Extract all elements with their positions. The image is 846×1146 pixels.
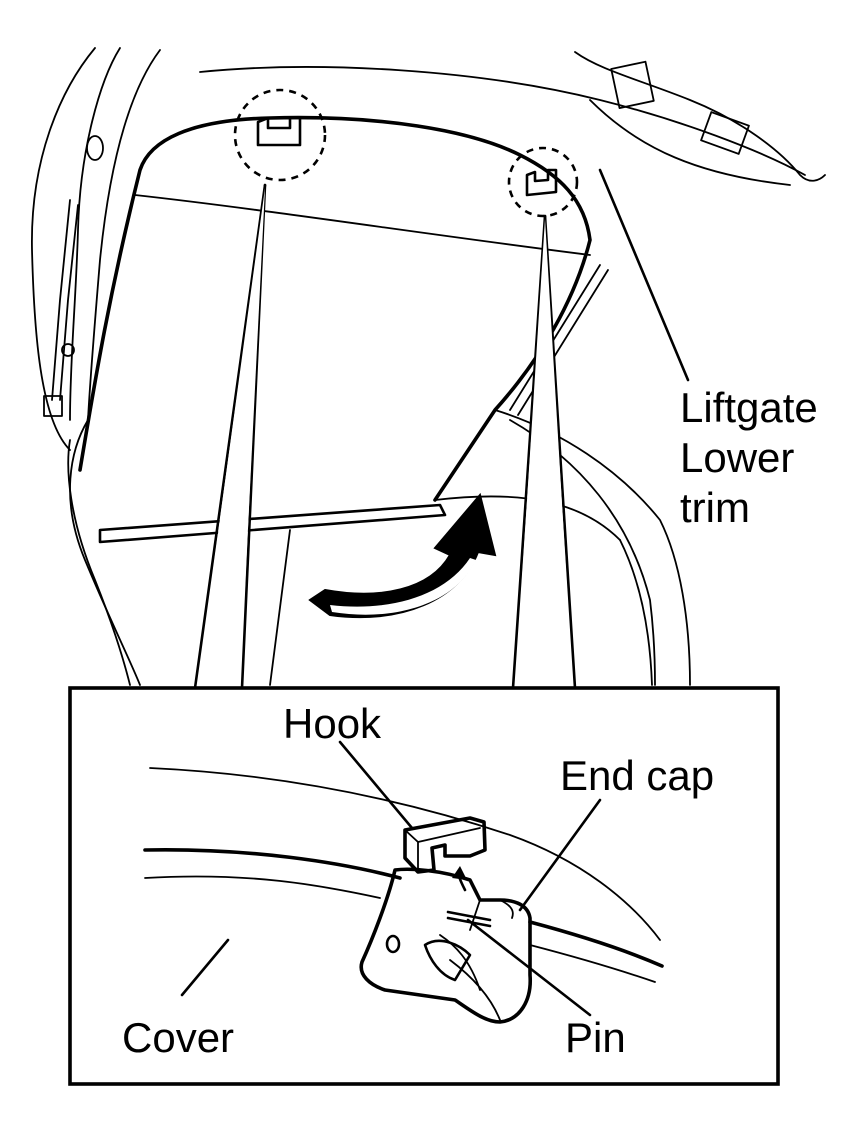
left-lower-body-2 bbox=[67, 439, 131, 686]
cover-leader bbox=[180, 938, 230, 997]
right-lamp-1 bbox=[610, 60, 655, 109]
end-cap-side bbox=[469, 899, 514, 931]
callout-left-outer bbox=[193, 183, 267, 690]
callout-fill-right bbox=[515, 219, 573, 688]
vehicle-rear-view bbox=[31, 47, 826, 690]
cover-edge-line-right bbox=[528, 920, 664, 968]
right-strut bbox=[509, 264, 609, 416]
hook-detail bbox=[404, 827, 481, 873]
detail-inset bbox=[68, 686, 780, 1086]
end-cap-label: End cap bbox=[560, 752, 714, 799]
pin-label: Pin bbox=[565, 1014, 626, 1061]
left-pillar-inner-2 bbox=[87, 49, 161, 421]
floor-line-2 bbox=[619, 539, 653, 686]
curved-arrow-highlight bbox=[330, 558, 476, 615]
pin-leader bbox=[466, 918, 592, 1017]
callout-fill-left bbox=[197, 188, 265, 688]
liftgate-label-line1: Liftgate bbox=[680, 384, 818, 431]
clip-right bbox=[525, 168, 558, 197]
cover-label: Cover bbox=[122, 1014, 234, 1061]
liftgate-label-line3: trim bbox=[680, 484, 750, 531]
hook-label: Hook bbox=[283, 700, 382, 747]
hook-body bbox=[403, 816, 487, 874]
left-pillar-inner bbox=[69, 47, 121, 421]
left-strut bbox=[51, 199, 79, 401]
upper-right-panel bbox=[574, 51, 826, 182]
small-arrow-head bbox=[452, 866, 467, 880]
hook-leader bbox=[338, 740, 414, 830]
lower-trim-panel-outline bbox=[78, 115, 592, 502]
callout-right-outer bbox=[543, 214, 577, 690]
cover-lower-line-right bbox=[529, 944, 656, 983]
left-strut-end bbox=[43, 395, 63, 417]
upper-right-panel-2 bbox=[589, 99, 791, 186]
left-pillar-outer bbox=[31, 47, 96, 451]
end-cap-slot bbox=[423, 939, 472, 982]
callout-right-inner bbox=[511, 214, 547, 690]
dashed-circle-icon bbox=[507, 146, 579, 218]
end-cap-leader bbox=[518, 798, 602, 912]
floor-line bbox=[269, 529, 291, 686]
right-lamp-2 bbox=[700, 111, 750, 155]
left-hole bbox=[86, 135, 104, 161]
liftgate-leader bbox=[598, 168, 690, 382]
clip-left bbox=[256, 116, 302, 147]
trim-lower-edge bbox=[98, 503, 447, 544]
cover-edge-line bbox=[143, 848, 402, 880]
liftgate-lower-trim-label: Liftgate Lower trim bbox=[680, 384, 818, 531]
inset-frame bbox=[68, 686, 780, 1086]
cover-upper-line bbox=[149, 767, 661, 941]
dashed-circle-icon bbox=[233, 88, 327, 182]
end-cap-body bbox=[359, 867, 532, 1024]
cover-lower-line bbox=[144, 875, 381, 899]
end-cap-hole bbox=[385, 934, 401, 954]
callout-left-inner bbox=[240, 183, 267, 690]
left-grommet bbox=[61, 343, 75, 357]
trim-inner-line bbox=[134, 194, 591, 256]
end-cap-inner bbox=[439, 934, 501, 1021]
liftgate-label-line2: Lower bbox=[680, 434, 794, 481]
left-lower-body bbox=[69, 419, 141, 686]
